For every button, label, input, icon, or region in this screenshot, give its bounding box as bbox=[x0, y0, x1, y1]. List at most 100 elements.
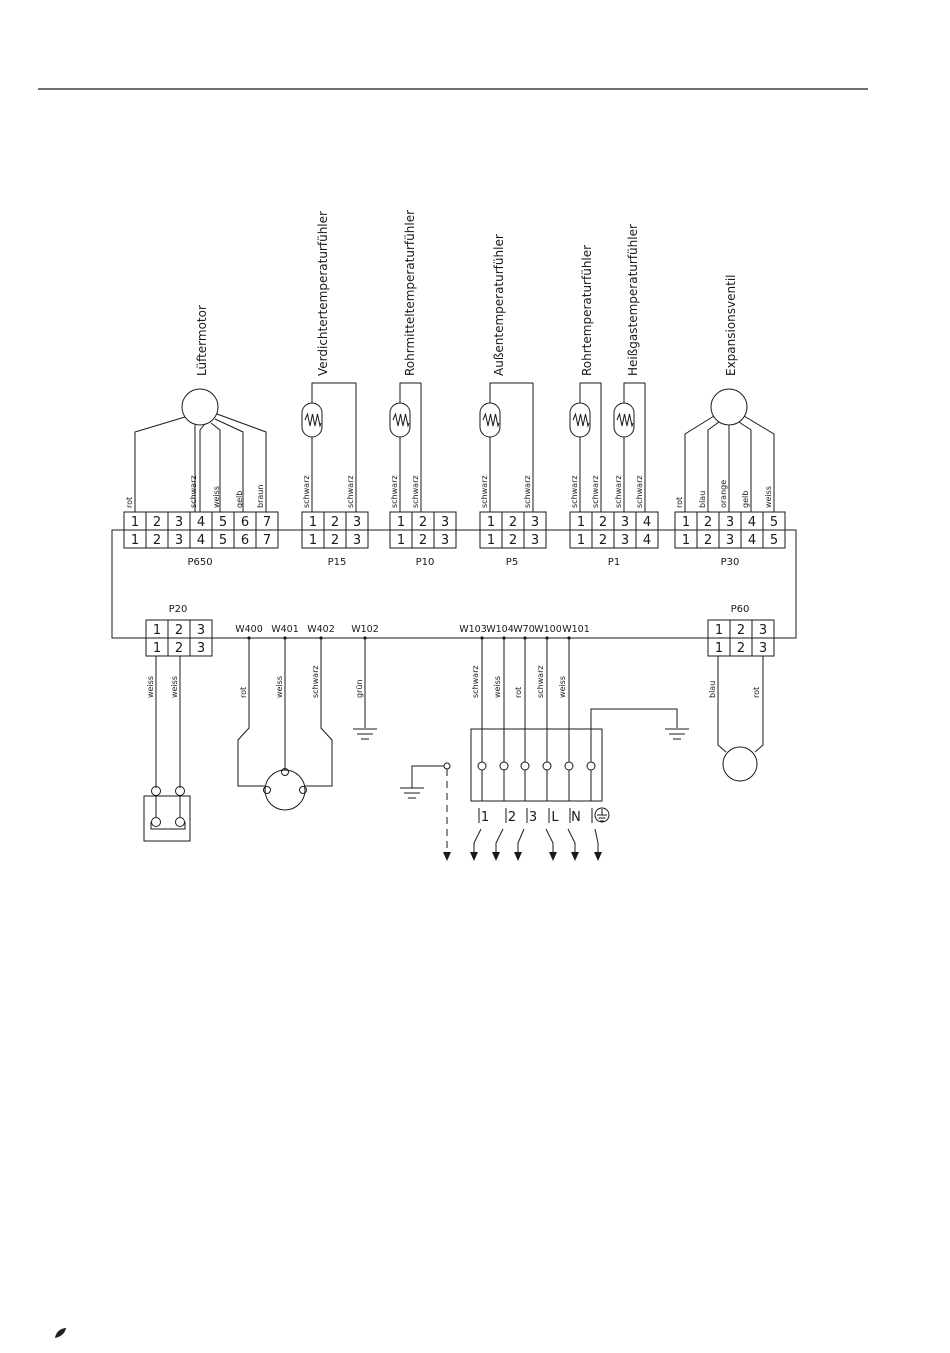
svg-text:rot: rot bbox=[514, 687, 523, 698]
svg-text:6: 6 bbox=[241, 515, 249, 530]
dashed-earth-line bbox=[400, 762, 451, 861]
svg-text:braun: braun bbox=[256, 485, 265, 508]
p60-motor bbox=[722, 746, 758, 782]
p1-label: P1 bbox=[608, 557, 620, 568]
svg-text:weiss: weiss bbox=[212, 486, 221, 508]
svg-text:schwarz: schwarz bbox=[614, 475, 623, 508]
p60-label: P60 bbox=[731, 604, 750, 615]
svg-text:1: 1 bbox=[397, 515, 405, 530]
svg-text:1: 1 bbox=[715, 623, 723, 638]
svg-text:4: 4 bbox=[748, 533, 756, 548]
svg-text:schwarz: schwarz bbox=[346, 475, 355, 508]
svg-text:5: 5 bbox=[219, 533, 227, 548]
svg-text:2: 2 bbox=[153, 533, 161, 548]
svg-text:weiss: weiss bbox=[493, 676, 502, 698]
svg-text:orange: orange bbox=[719, 480, 728, 508]
p15-label: P15 bbox=[328, 557, 347, 568]
terminal-2-label: 2 bbox=[508, 810, 516, 825]
svg-text:blau: blau bbox=[698, 491, 707, 508]
fan-motor: Lüftermotor bbox=[134, 305, 267, 512]
svg-text:schwarz: schwarz bbox=[635, 475, 644, 508]
svg-text:3: 3 bbox=[759, 623, 767, 638]
svg-text:4: 4 bbox=[748, 515, 756, 530]
svg-text:gelb: gelb bbox=[741, 491, 750, 508]
expansion-valve-label: Expansionsventil bbox=[724, 274, 738, 376]
svg-text:3: 3 bbox=[441, 515, 449, 530]
svg-text:1: 1 bbox=[487, 515, 495, 530]
w102-label: W102 bbox=[351, 624, 379, 635]
svg-text:1: 1 bbox=[131, 533, 139, 548]
svg-text:1: 1 bbox=[577, 515, 585, 530]
outdoor-temp-sensor: Außentemperaturfühler bbox=[479, 234, 534, 512]
svg-text:2: 2 bbox=[331, 533, 339, 548]
svg-text:1: 1 bbox=[577, 533, 585, 548]
terminal-wires: W103 W104 W70 W100 W101 schwarz weiss ro… bbox=[459, 624, 590, 762]
p10-label: P10 bbox=[416, 557, 435, 568]
w101-label: W101 bbox=[562, 624, 590, 635]
svg-text:1: 1 bbox=[153, 623, 161, 638]
leaf-icon bbox=[55, 1328, 66, 1338]
terminal-n-label: N bbox=[571, 810, 581, 825]
svg-text:weiss: weiss bbox=[558, 676, 567, 698]
svg-text:6: 6 bbox=[241, 533, 249, 548]
p5-label: P5 bbox=[506, 557, 518, 568]
svg-text:rot: rot bbox=[239, 687, 248, 698]
svg-text:schwarz: schwarz bbox=[536, 665, 545, 698]
svg-text:2: 2 bbox=[175, 623, 183, 638]
svg-text:rot: rot bbox=[752, 687, 761, 698]
svg-text:weiss: weiss bbox=[146, 676, 155, 698]
svg-text:5: 5 bbox=[219, 515, 227, 530]
svg-text:schwarz: schwarz bbox=[570, 475, 579, 508]
svg-text:2: 2 bbox=[419, 515, 427, 530]
svg-text:3: 3 bbox=[175, 533, 183, 548]
svg-text:schwarz: schwarz bbox=[480, 475, 489, 508]
svg-text:weiss: weiss bbox=[764, 486, 773, 508]
outdoor-sensor-label: Außentemperaturfühler bbox=[492, 234, 506, 376]
w400-label: W400 bbox=[235, 624, 263, 635]
svg-text:schwarz: schwarz bbox=[523, 475, 532, 508]
svg-text:3: 3 bbox=[726, 515, 734, 530]
w103-label: W103 bbox=[459, 624, 487, 635]
svg-text:grün: grün bbox=[355, 679, 364, 698]
svg-text:3: 3 bbox=[353, 515, 361, 530]
svg-text:3: 3 bbox=[197, 623, 205, 638]
svg-text:3: 3 bbox=[197, 641, 205, 656]
motor-w400 bbox=[263, 768, 307, 811]
svg-text:3: 3 bbox=[441, 533, 449, 548]
svg-text:1: 1 bbox=[715, 641, 723, 656]
svg-text:1: 1 bbox=[682, 515, 690, 530]
svg-text:1: 1 bbox=[153, 641, 161, 656]
pipe-middle-sensor-label: Rohrmitteltemperaturfühler bbox=[403, 210, 417, 376]
p650-label: P650 bbox=[187, 557, 212, 568]
svg-text:2: 2 bbox=[737, 623, 745, 638]
terminal-block: 1 2 3 L N bbox=[470, 708, 689, 861]
w401-label: W401 bbox=[271, 624, 299, 635]
svg-text:rot: rot bbox=[675, 497, 684, 508]
svg-text:schwarz: schwarz bbox=[591, 475, 600, 508]
svg-text:1: 1 bbox=[309, 533, 317, 548]
svg-text:blau: blau bbox=[708, 681, 717, 698]
svg-text:3: 3 bbox=[621, 515, 629, 530]
svg-text:2: 2 bbox=[153, 515, 161, 530]
fan-motor-label: Lüftermotor bbox=[195, 305, 209, 376]
svg-text:3: 3 bbox=[353, 533, 361, 548]
svg-text:schwarz: schwarz bbox=[189, 475, 198, 508]
svg-text:1: 1 bbox=[309, 515, 317, 530]
svg-text:2: 2 bbox=[175, 641, 183, 656]
svg-text:3: 3 bbox=[759, 641, 767, 656]
svg-text:2: 2 bbox=[509, 533, 517, 548]
svg-text:schwarz: schwarz bbox=[471, 665, 480, 698]
svg-text:5: 5 bbox=[770, 515, 778, 530]
svg-text:4: 4 bbox=[643, 533, 651, 548]
p30-label: P30 bbox=[721, 557, 740, 568]
svg-text:4: 4 bbox=[197, 515, 205, 530]
svg-text:2: 2 bbox=[509, 515, 517, 530]
svg-text:7: 7 bbox=[263, 533, 271, 548]
top-wire-colors: rot schwarz weiss gelb braun schwarz sch… bbox=[125, 475, 773, 508]
